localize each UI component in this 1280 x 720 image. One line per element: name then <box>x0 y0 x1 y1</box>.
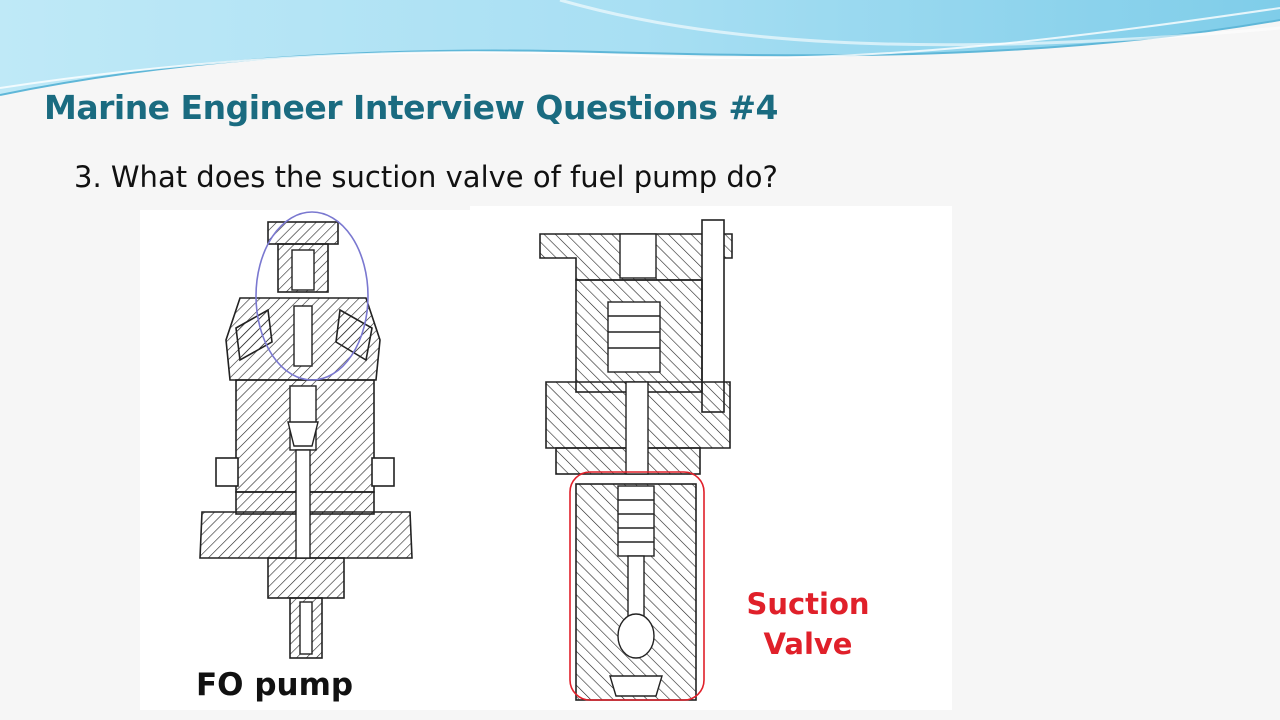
question-text: 3. What does the suction valve of fuel p… <box>74 160 778 194</box>
slide-title: Marine Engineer Interview Questions #4 <box>44 88 779 127</box>
fo-pump-figure <box>140 210 480 710</box>
suction-valve-caption-line2: Valve <box>763 627 853 661</box>
header-wave-decoration <box>0 0 1280 96</box>
fo-pump-caption: FO pump <box>196 667 354 703</box>
suction-valve-caption: Suction Valve <box>733 584 883 664</box>
suction-valve-highlight <box>569 471 705 701</box>
discharge-valve-highlight <box>255 211 369 381</box>
fo-pump-drawing <box>199 211 413 659</box>
suction-valve-caption-line1: Suction <box>746 587 870 621</box>
suction-valve-drawing <box>539 219 733 701</box>
suction-valve-figure <box>470 206 952 710</box>
